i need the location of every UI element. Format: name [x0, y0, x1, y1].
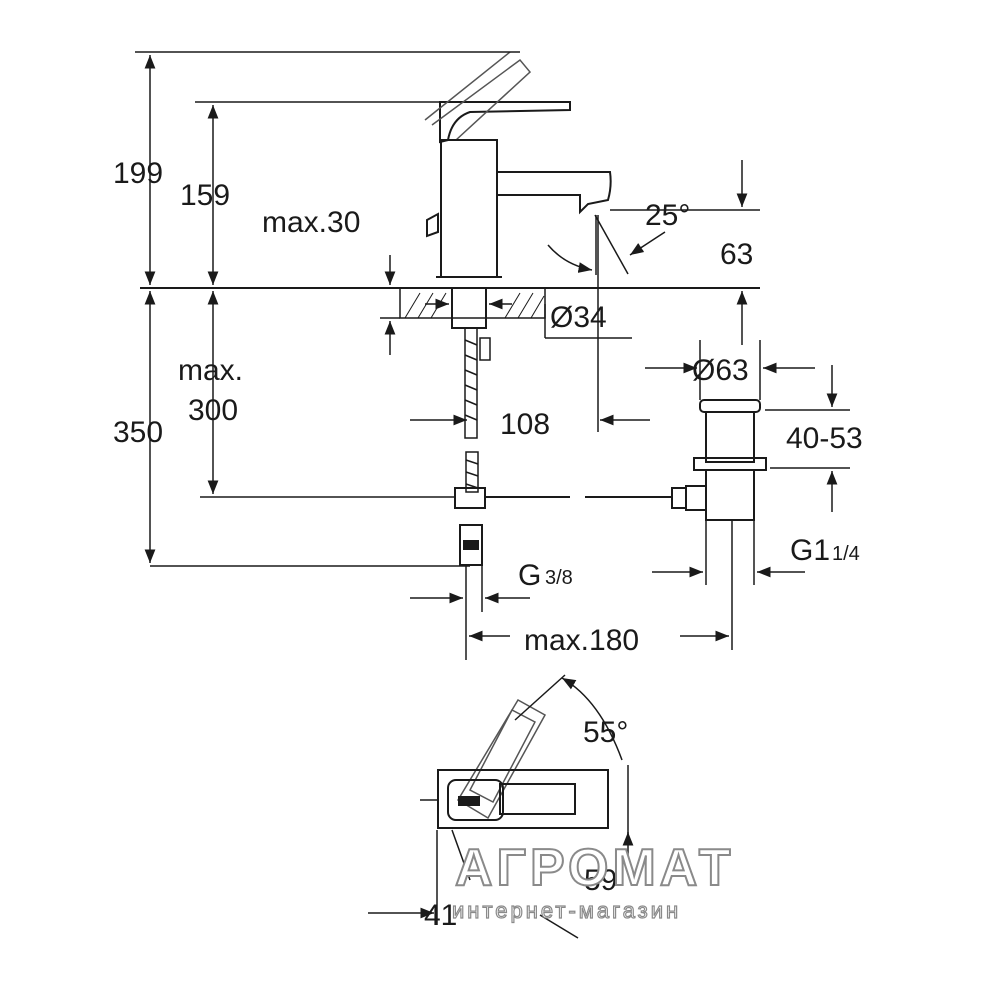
dim-spout-reach: 108: [500, 408, 550, 441]
faucet-side-view: [424, 51, 612, 278]
dim-spout-height: 159: [180, 179, 230, 212]
dim-supply-thread-fraction: 3/8: [545, 567, 573, 589]
deck-section: [140, 287, 760, 566]
dim-max-lateral: max.180: [524, 624, 639, 657]
waste-assembly: [685, 399, 767, 521]
dim-spout-angle: 25°: [645, 199, 690, 232]
watermark-subtitle: интернет-магазин: [452, 898, 681, 923]
dim-waste-thread: G1: [790, 534, 830, 567]
dim-max-below-label: max.: [178, 354, 243, 387]
dim-total-below: 350: [113, 416, 163, 449]
dim-max-below-value: 300: [188, 394, 238, 427]
dim-waste-diameter: Ø63: [692, 354, 749, 387]
dim-waste-thread-fraction: 1/4: [832, 543, 860, 565]
pull-rod: [485, 487, 687, 509]
dimension-lines: [135, 51, 850, 660]
dim-top-left: 41: [424, 899, 457, 932]
dim-top-right: 59: [584, 864, 617, 897]
dim-lever-angle: 55°: [583, 716, 628, 749]
dim-total-height: 199: [113, 157, 163, 190]
dim-waste-range: 40-53: [786, 422, 863, 455]
faucet-top-view: [368, 674, 634, 939]
dim-hole-diameter: Ø34: [550, 301, 607, 334]
dim-max-deck-thickness: max.30: [262, 206, 360, 239]
dim-spout-outlet-height: 63: [720, 238, 753, 271]
watermark-title: АГРОМАТ: [455, 839, 735, 897]
dim-supply-thread: G: [518, 559, 541, 592]
